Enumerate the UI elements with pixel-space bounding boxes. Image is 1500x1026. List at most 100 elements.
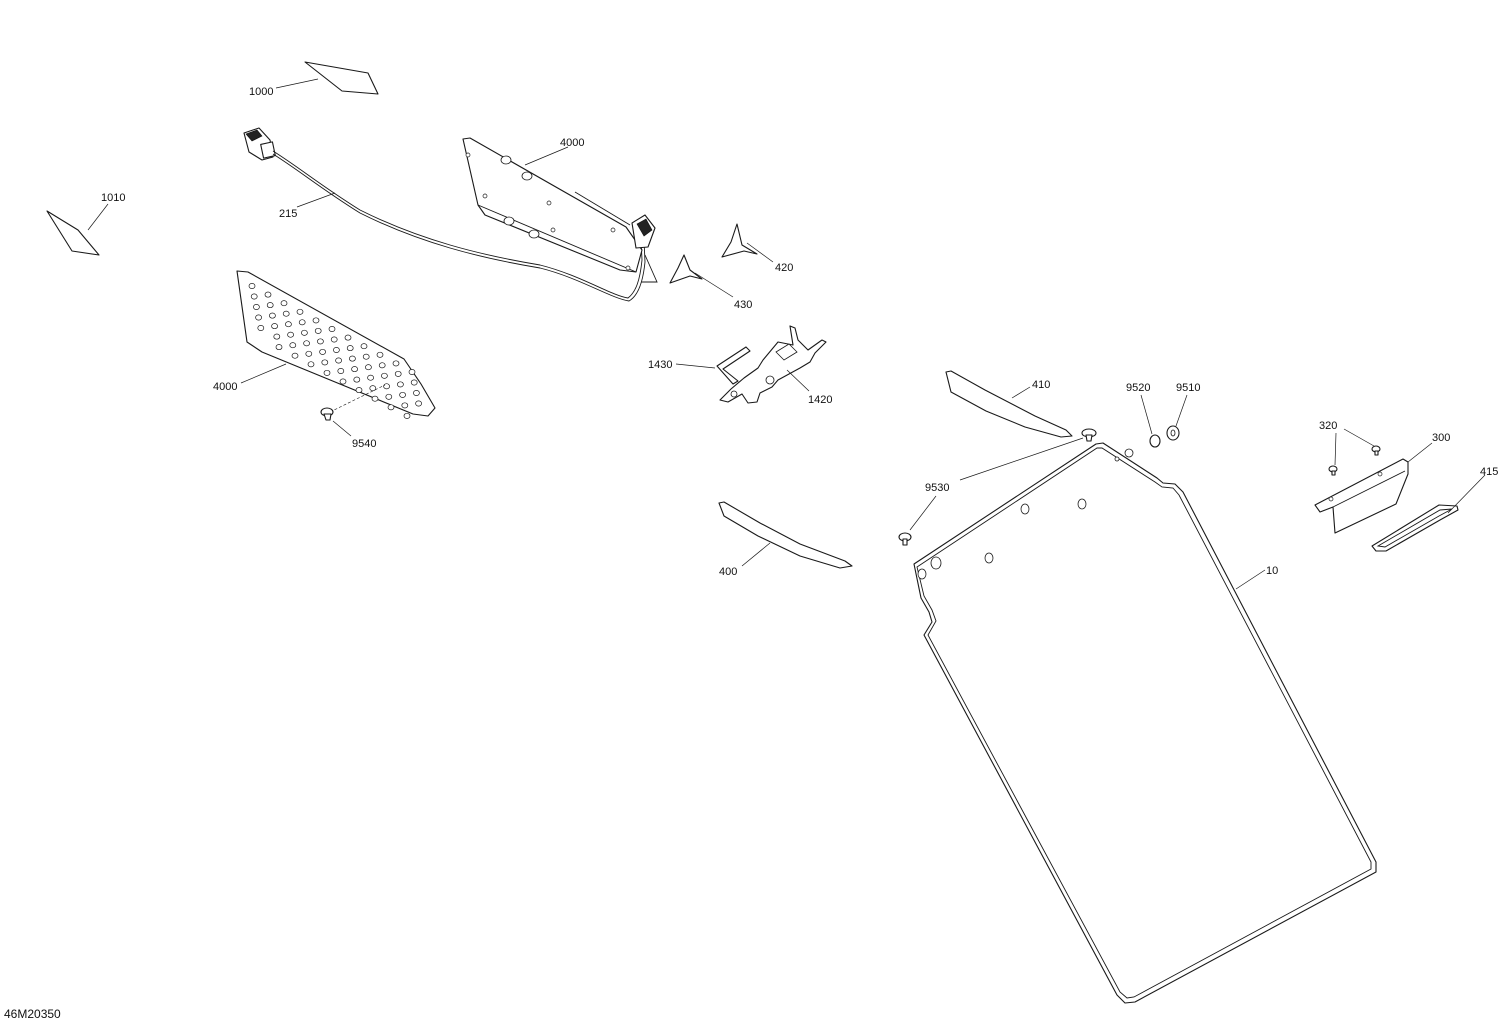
lens-dot: [330, 336, 338, 343]
callout-4000-left: 4000: [213, 381, 237, 393]
lens-dot: [344, 334, 352, 341]
callout-430: 430: [734, 299, 752, 311]
callout-9520: 9520: [1126, 382, 1150, 394]
lens-dot: [321, 359, 329, 366]
part-300-bracket[interactable]: [1314, 442, 1433, 534]
part-1010-decal[interactable]: [46, 203, 109, 256]
lens-dot: [353, 376, 361, 383]
lens-dot: [397, 381, 404, 388]
lens-dot: [323, 369, 331, 376]
lens-dot: [387, 404, 395, 411]
callout-420: 420: [775, 262, 793, 274]
lens-dot: [335, 357, 342, 364]
lens-dot: [346, 345, 354, 352]
part-4000-lens-panel[interactable]: [236, 270, 436, 419]
callout-1430: 1430: [648, 359, 672, 371]
lens-dot: [408, 369, 416, 375]
callout-415: 415: [1480, 466, 1498, 478]
lens-dot: [349, 355, 356, 362]
part-430-reflector[interactable]: [669, 254, 734, 298]
lens-dot: [328, 326, 336, 332]
lens-dot: [337, 368, 345, 374]
lens-dot: [383, 383, 390, 390]
figure-reference-code: 46M20350: [4, 1007, 61, 1021]
callout-400: 400: [719, 566, 737, 578]
part-1000-decal[interactable]: [275, 61, 379, 95]
lens-dot: [401, 402, 409, 409]
lens-dot: [264, 291, 272, 298]
lens-dot: [319, 348, 326, 355]
lens-dot: [360, 343, 368, 350]
lens-dot: [314, 327, 322, 334]
part-1430-bracket[interactable]: [675, 346, 751, 385]
lens-dot: [301, 329, 308, 336]
lens-dot: [376, 351, 384, 358]
part-400-trim[interactable]: [718, 501, 853, 569]
lens-dot: [317, 338, 324, 345]
lens-dot: [266, 302, 274, 309]
lens-dot: [394, 370, 402, 377]
part-9510-nut[interactable]: [1166, 394, 1188, 441]
callout-10: 10: [1266, 565, 1278, 577]
part-10-mud-flap[interactable]: [913, 442, 1377, 1004]
lens-dot: [257, 325, 265, 331]
lens-dot: [298, 319, 306, 326]
lens-dot: [307, 361, 315, 368]
lens-dot-pattern: [248, 283, 422, 419]
lens-dot: [367, 374, 374, 381]
lens-dot: [285, 321, 292, 328]
lens-dot: [339, 378, 347, 385]
part-410-trim[interactable]: [945, 370, 1073, 438]
lens-dot: [378, 362, 386, 369]
part-9540-screw[interactable]: [320, 407, 352, 437]
lens-dot: [413, 390, 420, 396]
lens-dot: [305, 350, 313, 357]
lens-dot: [410, 379, 418, 386]
part-215-harness[interactable]: [243, 127, 646, 302]
lens-dot: [415, 400, 422, 407]
part-9530-screw[interactable]: [898, 428, 1097, 546]
callout-215: 215: [279, 208, 297, 220]
part-320-screw[interactable]: [1328, 428, 1381, 476]
lens-dot: [273, 333, 281, 340]
part-4000-lamp-housing[interactable]: [462, 137, 658, 283]
callout-9540: 9540: [352, 438, 376, 450]
callout-4000-top: 4000: [560, 137, 584, 149]
lens-dot: [271, 323, 278, 330]
lens-dot: [275, 344, 283, 351]
lens-dot: [333, 347, 340, 353]
callout-320: 320: [1319, 420, 1337, 432]
lens-dot: [381, 372, 388, 379]
lens-dot: [253, 304, 260, 310]
callout-1420: 1420: [808, 394, 832, 406]
callout-1000: 1000: [249, 86, 273, 98]
callout-9510: 9510: [1176, 382, 1200, 394]
lens-dot: [255, 314, 262, 321]
lens-dot: [312, 317, 320, 324]
lens-dot: [403, 412, 411, 419]
callout-300: 300: [1432, 432, 1450, 444]
lens-dot: [369, 385, 377, 392]
lens-dot: [287, 331, 294, 338]
part-420-reflector[interactable]: [721, 223, 774, 263]
lens-dot: [248, 283, 256, 289]
lens-dot: [392, 360, 400, 367]
lens-dot: [385, 393, 393, 400]
lens-dot: [351, 366, 358, 373]
lens-dot: [355, 387, 363, 394]
lens-dot: [399, 391, 406, 398]
lens-dot: [362, 353, 370, 360]
part-415-seal[interactable]: [1371, 474, 1486, 552]
callout-1010: 1010: [101, 192, 125, 204]
lens-dot: [365, 364, 372, 371]
lens-dot: [269, 312, 276, 319]
lens-dot: [371, 395, 379, 402]
callout-410: 410: [1032, 379, 1050, 391]
callout-9530: 9530: [925, 482, 949, 494]
lens-dot: [303, 340, 310, 347]
part-1420-bracket[interactable]: [719, 325, 827, 404]
lens-dot: [289, 342, 297, 349]
lens-dot: [280, 300, 288, 307]
part-9520-washer[interactable]: [1140, 394, 1161, 448]
